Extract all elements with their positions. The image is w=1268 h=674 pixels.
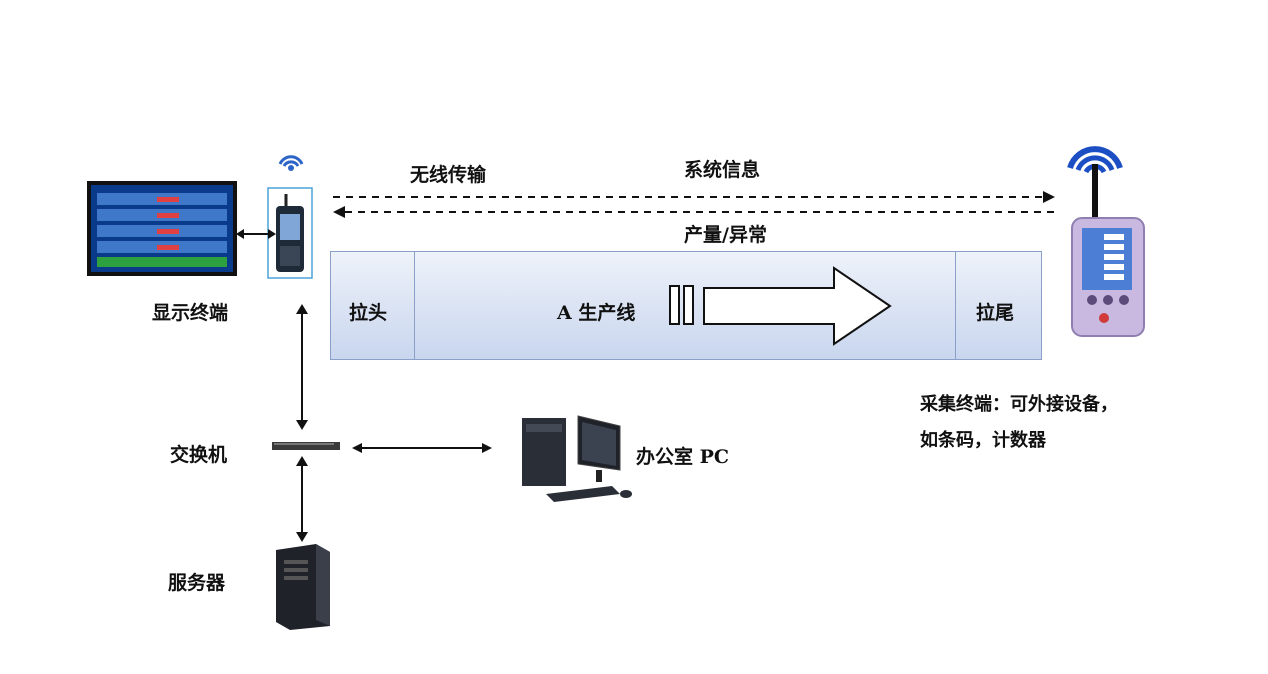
line-head-label: 拉头 — [349, 302, 388, 324]
collector-label-line2: 如条码，计数器 — [920, 430, 1046, 451]
output-abnormal-label: 产量/异常 — [684, 224, 767, 246]
server-label: 服务器 — [168, 572, 226, 594]
switch-icon — [272, 442, 340, 450]
monitor-handheld-link — [236, 229, 276, 239]
switch-pc-link — [352, 443, 492, 453]
line-tail-label: 拉尾 — [976, 302, 1015, 324]
pc-icon — [522, 415, 632, 502]
handheld-icon — [267, 155, 313, 279]
handheld-switch-link — [296, 304, 308, 430]
collector-device-icon — [1067, 146, 1145, 337]
display-terminal-label: 显示终端 — [152, 302, 229, 324]
flow-arrow — [669, 266, 892, 346]
server-icon — [276, 544, 330, 630]
wireless-label: 无线传输 — [410, 164, 487, 186]
switch-server-link — [296, 456, 308, 542]
production-line-label: A 生产线 — [557, 302, 636, 324]
signal-icon — [278, 155, 304, 171]
wireless-arrows — [333, 191, 1055, 218]
switch-label: 交换机 — [170, 444, 228, 466]
office-pc-label: 办公室 PC — [636, 446, 730, 468]
system-info-label: 系统信息 — [684, 159, 761, 181]
collector-label-line1: 采集终端：可外接设备， — [920, 394, 1118, 415]
